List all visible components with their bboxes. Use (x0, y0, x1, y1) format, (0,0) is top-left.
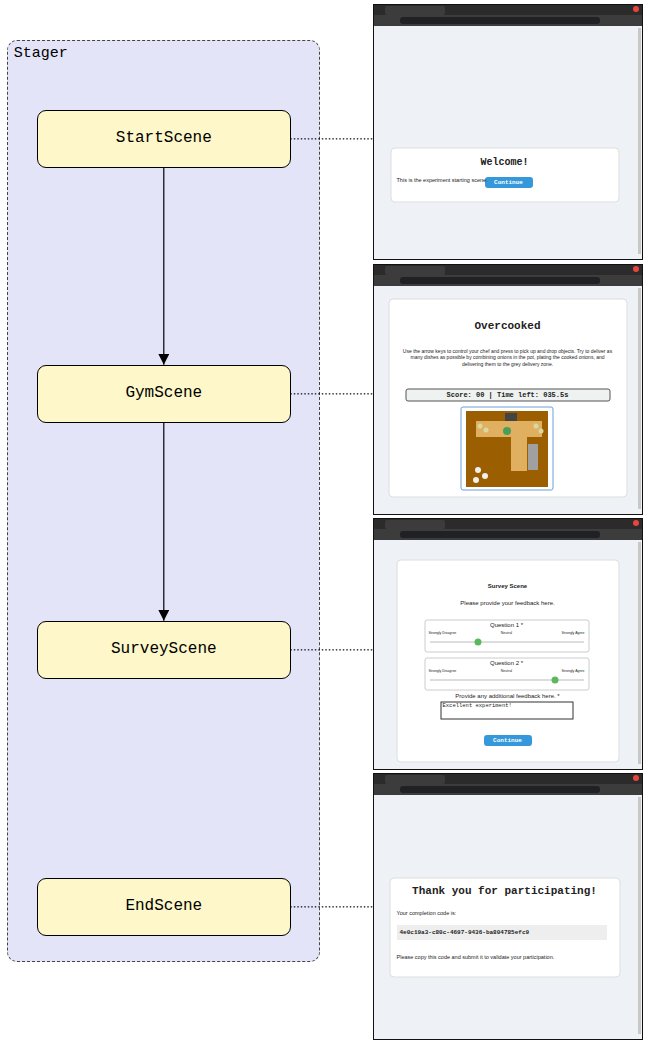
delivery-zone (528, 444, 538, 470)
browser-addressbar (373, 784, 643, 795)
scene-box: StartScene (37, 110, 291, 168)
page-heading: Survey Scene (397, 583, 619, 590)
game-onion (534, 424, 539, 429)
page-heading: Overcooked (389, 320, 627, 333)
scrollbar (638, 28, 641, 254)
node-label: StartScene (116, 129, 212, 148)
button-label: Continue (485, 179, 533, 186)
scene-box: GymScene (37, 365, 291, 423)
continue-button (484, 735, 532, 746)
game-frame (461, 407, 553, 490)
browser-addressbar (373, 529, 643, 540)
window-close (633, 6, 639, 12)
game-chef (503, 427, 511, 435)
page-heading: Welcome! (391, 157, 619, 169)
completion-code: 4e0c19a3-c80c-4697-9436-ba804785efc9 (400, 929, 605, 936)
url-field (400, 531, 600, 538)
screenshot-panel: Survey ScenePlease provide your feedback… (373, 518, 643, 770)
game-counter (476, 421, 542, 437)
game-counter (511, 421, 527, 471)
scale-label: Strongly Disagree (429, 631, 489, 635)
node-label: GymScene (125, 384, 202, 403)
window-close (633, 520, 639, 526)
page-card (397, 560, 619, 762)
button-label: Continue (484, 737, 532, 744)
game-onion (484, 428, 489, 433)
question-label: Question 2 * (425, 660, 589, 667)
scale-label: Strongly Agree (525, 669, 585, 673)
game-plate (482, 473, 488, 479)
page-text: This is the experiment starting scene. (397, 177, 547, 184)
scrollbar (638, 542, 641, 764)
code-box (397, 925, 607, 940)
scene-box: EndScene (37, 878, 291, 936)
url-field (400, 17, 600, 24)
instructions-text: Use the arrow keys to control your chef … (400, 348, 616, 368)
game-plate (475, 467, 481, 473)
browser-tabbar (373, 4, 643, 15)
page-text: Please copy this code and submit it to v… (397, 954, 617, 961)
page-card (390, 878, 620, 977)
url-field (400, 786, 600, 793)
node-label: EndScene (125, 897, 202, 916)
browser-tab (385, 266, 445, 275)
scale-label: Neutral (477, 631, 537, 635)
page-background (373, 540, 643, 770)
group-title: Stager (14, 45, 164, 63)
window-close (633, 266, 639, 272)
page-text: Please provide your feedback here. (397, 600, 619, 607)
page-card (391, 148, 619, 202)
url-field (400, 277, 600, 284)
browser-tabbar (373, 518, 643, 529)
page-background (373, 286, 643, 515)
screenshot-panel: Welcome! This is the experiment starting … (373, 4, 643, 260)
browser-tab (385, 6, 445, 15)
scale-label: Strongly Agree (525, 631, 585, 635)
page-text: Your completion code is: (397, 910, 597, 917)
question-label: Question 1 * (425, 622, 589, 629)
scale-label: Strongly Disagree (429, 669, 489, 673)
node-label: SurveyScene (111, 640, 217, 659)
game-onion (539, 429, 544, 434)
screenshot-panel: Thank you for participating! Your complet… (373, 773, 643, 1040)
slider-track (430, 679, 584, 681)
scene-box: SurveyScene (37, 621, 291, 679)
page-text: Provide any additional feedback here. * (397, 693, 619, 700)
scrollbar (638, 288, 641, 509)
page-background (373, 26, 643, 260)
browser-tabbar (373, 264, 643, 275)
game-board (466, 411, 548, 487)
continue-button (485, 177, 533, 188)
question-box (425, 658, 589, 690)
browser-addressbar (373, 15, 643, 26)
scrollbar (638, 797, 641, 1034)
game-pot (505, 413, 517, 421)
screenshot-panel: OvercookedUse the arrow keys to control … (373, 264, 643, 515)
slider-knob (475, 639, 482, 646)
page-heading: Thank you for participating! (390, 885, 620, 898)
question-box (425, 620, 589, 652)
game-onion (478, 424, 483, 429)
browser-tab (385, 520, 445, 529)
browser-tab (385, 775, 445, 784)
feedback-textarea (441, 702, 573, 719)
browser-addressbar (373, 275, 643, 286)
scale-label: Neutral (477, 669, 537, 673)
slider-knob (552, 677, 559, 684)
page-background (373, 795, 643, 1040)
game-plate (473, 477, 479, 483)
score-text: Score: 00 | Time left: 035.5s (406, 391, 610, 399)
window-close (633, 775, 639, 781)
score-box (406, 389, 610, 401)
browser-tabbar (373, 773, 643, 784)
slider-track (430, 641, 584, 643)
stager-group: StagerStartSceneGymSceneSurveySceneEndSc… (7, 40, 320, 962)
feedback-text: Excellent experiment! (443, 703, 571, 710)
page-card (389, 299, 627, 497)
